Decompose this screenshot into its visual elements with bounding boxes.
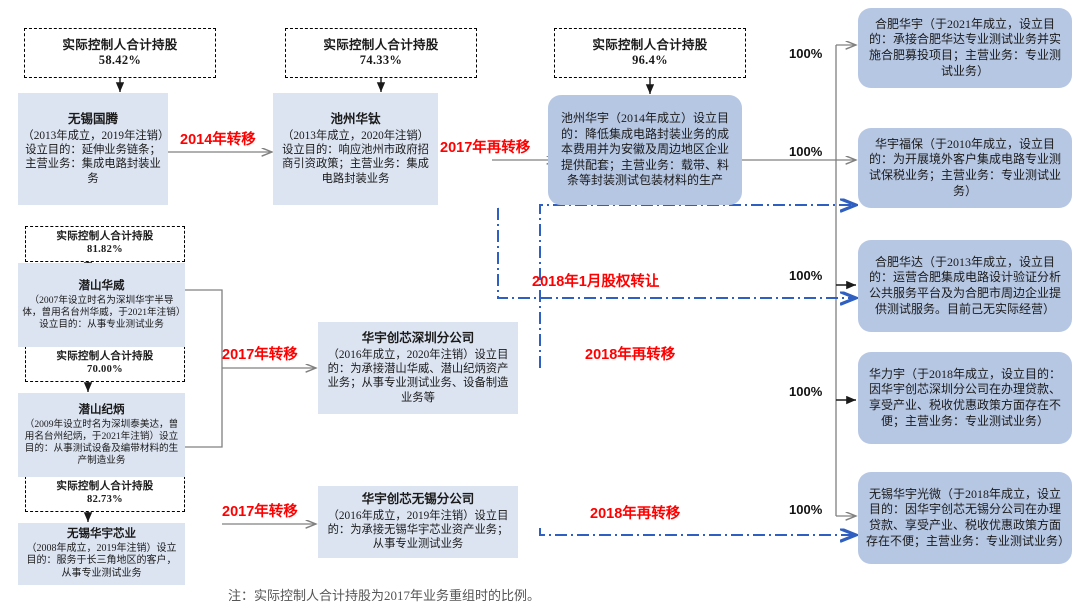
ownership-box-wuxi-guoteng: 实际控制人合计持股 58.42% [24, 28, 216, 78]
entity-desc: （2013年成立，2020年注销）设立目的：响应池州市政府招商引资政策；主营业务… [282, 129, 429, 185]
percent-label-huayu-fubao: 100% [789, 144, 823, 159]
transfer-label-2017-again: 2017年再转移 [440, 140, 531, 156]
entity-box-chizhou-huatai: 池州华钛 （2013年成立，2020年注销）设立目的：响应池州市政府招商引资政策… [273, 93, 438, 205]
ownership-percent: 70.00% [87, 364, 123, 375]
entity-box-hefei-huada: 合肥华达（于2013年成立，设立目的：运营合肥集成电路设计验证分析公共服务平台及… [858, 240, 1072, 332]
percent-label-hefei-huada: 100% [789, 268, 823, 283]
entity-desc: （2016年成立，2019年注销）设立目的：为承接无锡华宇芯业资产业务；从事专业… [327, 510, 509, 551]
ownership-percent: 74.33% [359, 53, 403, 67]
percent-label-hualiyu: 100% [789, 384, 823, 399]
ownership-box-qianshan-huawei: 实际控制人合计持股 81.82% [25, 226, 185, 262]
entity-box-qianshan-huawei: 潜山华威 （2007年设立时名为深圳华宇半导体，曾用名台州华威，于2021年注销… [18, 263, 185, 347]
equity-transfer-label-2018-01: 2018年1月股权转让 [532, 274, 660, 290]
ownership-percent: 96.4% [632, 53, 668, 67]
entity-desc: （2016年成立，2020年注销）设立目的：为承接潜山华威、潜山纪炳资产业务；从… [327, 348, 509, 404]
entity-name: 池州华钛 [330, 112, 381, 127]
entity-desc: 合肥华宇（于2021年成立，设立目的：承接合肥华达专业测试业务并实施合肥募投项目… [868, 16, 1061, 78]
ownership-box-qianshan-jibing: 实际控制人合计持股 70.00% [25, 346, 185, 382]
ownership-label: 实际控制人合计持股 [62, 37, 178, 52]
transfer-label-2018-again-b: 2018年再转移 [590, 506, 681, 522]
entity-box-chizhou-huayu: 池州华宇（2014年成立）设立目的：降低集成电路封装业务的成本费用并为安徽及周边… [548, 95, 742, 205]
percent-label-hefei-huayu: 100% [789, 46, 823, 61]
ownership-box-chizhou-huayu: 实际控制人合计持股 96.4% [554, 28, 746, 78]
entity-desc: （2013年成立，2019年注销）设立目的：延伸业务链条；主营业务：集成电路封装… [22, 129, 164, 185]
entity-desc: 华力宇（于2018年成立，设立目的：因华宇创芯深圳分公司在办理贷款、享受产业、税… [868, 366, 1061, 428]
ownership-label: 实际控制人合计持股 [56, 231, 154, 243]
entity-box-hefei-huayu: 合肥华宇（于2021年成立，设立目的：承接合肥华达专业测试业务并实施合肥募投项目… [858, 8, 1072, 88]
ownership-percent: 81.82% [87, 244, 123, 255]
entity-desc: 无锡华宇光微（于2018年成立，设立目的：因华宇创芯无锡分公司在办理贷款、享受产… [866, 486, 1071, 548]
ownership-label: 实际控制人合计持股 [592, 37, 708, 52]
transfer-label-2018-again-a: 2018年再转移 [585, 347, 676, 363]
ownership-percent: 58.42% [98, 53, 142, 67]
entity-name: 华宇创芯无锡分公司 [361, 492, 475, 507]
entity-desc: （2007年设立时名为深圳华宇半导体，曾用名台州华威，于2021年注销）设立目的… [22, 294, 181, 330]
entity-desc: 合肥华达（于2013年成立，设立目的：运营合肥集成电路设计验证分析公共服务平台及… [868, 254, 1061, 316]
entity-name: 无锡国腾 [67, 112, 118, 127]
entity-name: 潜山华威 [78, 280, 125, 293]
percent-label-wuxi-huayu-guangwei: 100% [789, 502, 823, 517]
entity-box-huayu-chuangxin-wuxi: 华宇创芯无锡分公司 （2016年成立，2019年注销）设立目的：为承接无锡华宇芯… [318, 486, 518, 558]
entity-box-huayu-fubao: 华宇福保（于2010年成立，设立目的：为开展境外客户集成电路专业测试保税业务；主… [858, 128, 1072, 208]
ownership-box-chizhou-huatai: 实际控制人合计持股 74.33% [285, 28, 477, 78]
entity-name: 无锡华宇芯业 [67, 528, 136, 541]
transfer-label-2017-a: 2017年转移 [222, 347, 298, 363]
entity-box-wuxi-huayu-guangwei: 无锡华宇光微（于2018年成立，设立目的：因华宇创芯无锡分公司在办理贷款、享受产… [858, 472, 1072, 564]
entity-desc: （2009年设立时名为深圳泰美达，曾用名台州纪炳，于2021年注销）设立目的：从… [24, 418, 179, 466]
transfer-label-2017-b: 2017年转移 [222, 504, 298, 520]
entity-name: 华宇创芯深圳分公司 [361, 331, 475, 346]
entity-desc: 华宇福保（于2010年成立，设立目的：为开展境外客户集成电路专业测试保税业务；主… [868, 136, 1061, 198]
entity-name: 潜山纪炳 [78, 404, 125, 417]
ownership-label: 实际控制人合计持股 [56, 351, 154, 363]
ownership-box-wuxi-huayu-xinye: 实际控制人合计持股 82.73% [25, 476, 185, 512]
ownership-label: 实际控制人合计持股 [323, 37, 439, 52]
ownership-percent: 82.73% [87, 494, 123, 505]
footnote: 注：实际控制人合计持股为2017年业务重组时的比例。 [228, 588, 541, 603]
entity-box-wuxi-guoteng: 无锡国腾 （2013年成立，2019年注销）设立目的：延伸业务链条；主营业务：集… [18, 93, 168, 205]
entity-desc: （2008年成立，2019年注销）设立目的：服务于长三角地区的客户，从事专业测试… [26, 542, 177, 580]
transfer-label-2014: 2014年转移 [180, 132, 256, 148]
entity-box-qianshan-jibing: 潜山纪炳 （2009年设立时名为深圳泰美达，曾用名台州纪炳，于2021年注销）设… [18, 393, 185, 477]
entity-box-hualiyu: 华力宇（于2018年成立，设立目的：因华宇创芯深圳分公司在办理贷款、享受产业、税… [858, 352, 1072, 444]
entity-desc: 池州华宇（2014年成立）设立目的：降低集成电路封装业务的成本费用并为安徽及周边… [560, 111, 729, 188]
entity-box-wuxi-huayu-xinye: 无锡华宇芯业 （2008年成立，2019年注销）设立目的：服务于长三角地区的客户… [18, 523, 185, 585]
ownership-label: 实际控制人合计持股 [56, 481, 154, 493]
entity-box-huayu-chuangxin-shenzhen: 华宇创芯深圳分公司 （2016年成立，2020年注销）设立目的：为承接潜山华威、… [318, 322, 518, 414]
